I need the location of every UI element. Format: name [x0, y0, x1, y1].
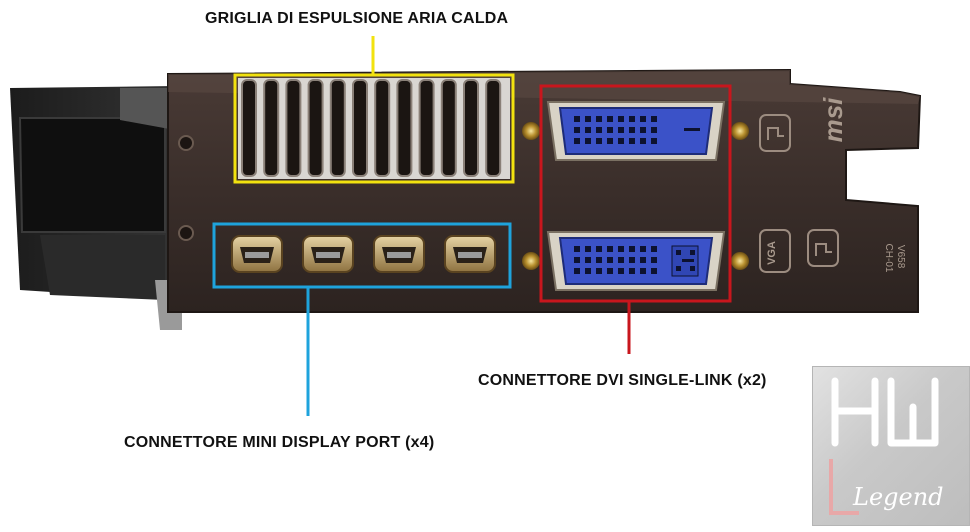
- dvi-pin-hole: [574, 138, 580, 144]
- dvi-pin-hole: [596, 127, 602, 133]
- mini-displayport-pins: [458, 252, 482, 258]
- dvi-thumbscrew-right: [731, 252, 749, 270]
- dvi-pin-hole: [629, 116, 635, 122]
- dvi-pin-hole: [574, 268, 580, 274]
- dvi-pin-hole: [585, 257, 591, 263]
- mount-hole-bottom: [178, 225, 194, 241]
- vent-slot: [440, 79, 457, 177]
- dvi-pin-hole: [651, 268, 657, 274]
- dvi-pin-hole: [618, 127, 624, 133]
- dvi-pin-hole: [596, 246, 602, 252]
- hw-legend-watermark: Legend: [812, 366, 970, 526]
- dvi-pin-hole: [574, 127, 580, 133]
- vent-slot: [241, 79, 257, 177]
- dvi-ground-blade: [684, 128, 700, 131]
- dvi-pin-hole: [640, 257, 646, 263]
- dvi-pin-hole: [651, 257, 657, 263]
- vent-slot: [396, 79, 413, 177]
- dvi-pin-hole: [574, 257, 580, 263]
- vent-slot: [263, 79, 280, 177]
- dvi-pin-hole: [607, 268, 613, 274]
- vent-slot: [485, 79, 502, 177]
- dvi-pin-hole: [629, 268, 635, 274]
- dvi-pin-hole: [629, 246, 635, 252]
- dvi-connector-group: [522, 101, 749, 291]
- dvi-pin-hole: [607, 138, 613, 144]
- vent-slot: [329, 79, 346, 177]
- dvi-pin-hole: [651, 138, 657, 144]
- dvi-analog-pin: [676, 266, 681, 271]
- mount-hole-top: [178, 135, 194, 151]
- dvi-pin-hole: [585, 268, 591, 274]
- dvi-analog-pin: [690, 250, 695, 255]
- vent-slot: [374, 79, 391, 177]
- mini-displayport-pins: [245, 252, 269, 258]
- bracket-marks: VGA msi V658 CH-01: [759, 97, 906, 273]
- dvi-pin-hole: [596, 116, 602, 122]
- cooler-shroud: [10, 86, 182, 330]
- dvi-pin-hole: [607, 257, 613, 263]
- mini-displayport-pins: [387, 252, 411, 258]
- dvi-pin-hole: [640, 246, 646, 252]
- mini-displayport: [302, 235, 354, 273]
- dvi-pin-hole: [574, 116, 580, 122]
- hw-legend-text: Legend: [852, 483, 944, 511]
- vent-slot: [307, 79, 324, 177]
- dvi-pin-hole: [618, 268, 624, 274]
- dvi-connector-bottom: [522, 231, 749, 291]
- mini-displayport-group: [231, 235, 496, 273]
- vent-slot: [418, 79, 435, 177]
- dvi-pin-hole: [618, 116, 624, 122]
- dvi-pin-hole: [651, 116, 657, 122]
- dvi-pin-hole: [618, 246, 624, 252]
- dvi-pin-hole: [585, 127, 591, 133]
- minidp-highlight-box: [212, 222, 512, 289]
- vent-slot: [463, 79, 479, 177]
- mini-displayport-pins: [316, 252, 340, 258]
- dvi-pin-hole: [629, 257, 635, 263]
- dvi-pin-hole: [596, 257, 602, 263]
- dvi-analog-pin: [690, 266, 695, 271]
- hw-legend-logo: Legend: [829, 377, 944, 515]
- dvi-pin-hole: [585, 138, 591, 144]
- dvi-analog-blade: [682, 259, 694, 262]
- vent-label: GRIGLIA DI ESPULSIONE ARIA CALDA: [205, 10, 509, 27]
- dvi-pin-hole: [640, 127, 646, 133]
- exhaust-vent-grill: [238, 78, 510, 179]
- dvi-pin-hole: [596, 138, 602, 144]
- dvi-pin-hole: [607, 116, 613, 122]
- dvi-thumbscrew-left: [522, 122, 540, 140]
- vent-slot: [285, 79, 302, 177]
- vent-slot: [352, 79, 368, 177]
- vga-mark: VGA: [766, 241, 778, 265]
- msi-logo: msi: [818, 97, 848, 143]
- mini-displayport: [373, 235, 425, 273]
- dvi-pin-hole: [607, 246, 613, 252]
- dvi-pin-hole: [607, 127, 613, 133]
- mini-displayport: [231, 235, 283, 273]
- dvi-pin-hole: [640, 138, 646, 144]
- dvi-pin-hole: [574, 246, 580, 252]
- dvi-thumbscrew-left: [522, 252, 540, 270]
- dvi-analog-pin: [676, 250, 681, 255]
- dvi-pin-hole: [585, 246, 591, 252]
- minidp-label: CONNETTORE MINI DISPLAY PORT (x4): [124, 434, 435, 451]
- mini-displayport: [444, 235, 496, 273]
- dvi-pin-hole: [585, 116, 591, 122]
- dvi-label: CONNETTORE DVI SINGLE-LINK (x2): [478, 372, 767, 389]
- dvi-pin-hole: [629, 138, 635, 144]
- dvi-thumbscrew-right: [731, 122, 749, 140]
- dvi-pin-hole: [618, 257, 624, 263]
- dvi-pin-hole: [596, 268, 602, 274]
- dvi-pin-hole: [629, 127, 635, 133]
- dvi-pin-hole: [640, 268, 646, 274]
- dvi-connector-top: [522, 101, 749, 161]
- dvi-highlight-box: [539, 84, 732, 303]
- model-code-mark: V658 CH-01: [883, 244, 906, 273]
- dvi-pin-hole: [651, 127, 657, 133]
- dvi-pin-hole: [640, 116, 646, 122]
- dvi-pin-hole: [618, 138, 624, 144]
- dvi-pin-hole: [651, 246, 657, 252]
